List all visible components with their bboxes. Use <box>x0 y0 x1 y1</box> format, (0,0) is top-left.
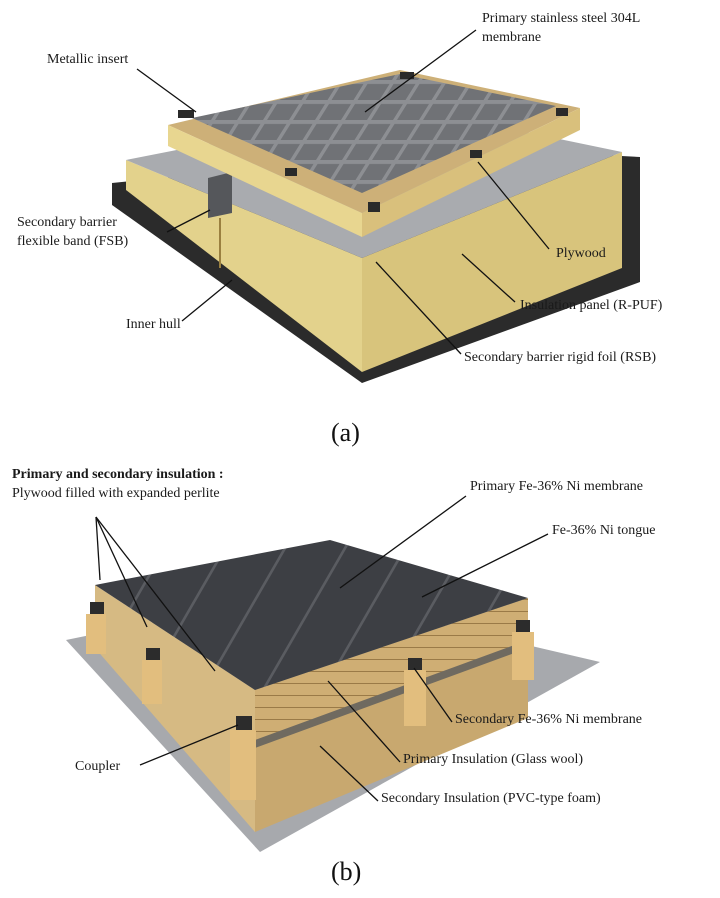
plywood-layer-side-left <box>168 125 362 237</box>
label-primary-insulation: Primary Insulation (Glass wool) <box>403 752 584 767</box>
label-inner-hull: Inner hull <box>126 317 181 332</box>
plywood-layer-side-right <box>362 108 580 237</box>
label-primary-membrane-line1: Primary stainless steel 304L <box>482 11 641 26</box>
fe-ni-top-membrane <box>95 540 528 690</box>
insulation-side-left <box>126 160 362 372</box>
fsb-band <box>208 172 232 218</box>
label-rsb: Secondary barrier rigid foil (RSB) <box>464 350 657 365</box>
metallic-insert-3 <box>285 168 297 176</box>
panel-b-illustration <box>66 540 600 852</box>
label-primary-membrane-line2: membrane <box>482 30 542 45</box>
metallic-insert-6 <box>400 72 414 79</box>
panel-b-leaders <box>95 495 549 802</box>
label-primary-fe-ni-membrane: Primary Fe-36% Ni membrane <box>470 479 644 494</box>
primary-membrane-grid <box>192 74 556 193</box>
panel-a-leaders <box>136 29 550 355</box>
caption-a: (a) <box>331 418 360 447</box>
label-plywood: Plywood <box>556 246 606 261</box>
label-fsb-line1: Secondary barrier <box>17 215 117 230</box>
insulation-side-left-b <box>95 585 255 832</box>
secondary-membrane-strip <box>255 640 528 748</box>
label-fe-ni-tongue: Fe-36% Ni tongue <box>552 523 656 538</box>
metallic-insert-5 <box>556 108 568 116</box>
label-insulation-panel: Insulation panel (R-PUF) <box>520 298 663 313</box>
metallic-insert-1 <box>178 110 194 118</box>
label-insulation-title: Primary and secondary insulation : <box>12 467 224 482</box>
caption-b: (b) <box>331 857 362 886</box>
metallic-insert-2 <box>368 202 380 212</box>
couplers <box>86 602 534 800</box>
label-secondary-insulation: Secondary Insulation (PVC-type foam) <box>381 791 601 806</box>
primary-insulation-layer <box>255 598 528 740</box>
label-insulation-desc: Plywood filled with expanded perlite <box>12 486 220 501</box>
label-secondary-fe-ni-membrane: Secondary Fe-36% Ni membrane <box>455 712 642 727</box>
label-fsb-line2: flexible band (FSB) <box>17 234 129 249</box>
label-metallic-insert: Metallic insert <box>47 52 129 67</box>
metallic-insert-4 <box>470 150 482 158</box>
label-coupler: Coupler <box>75 759 121 774</box>
